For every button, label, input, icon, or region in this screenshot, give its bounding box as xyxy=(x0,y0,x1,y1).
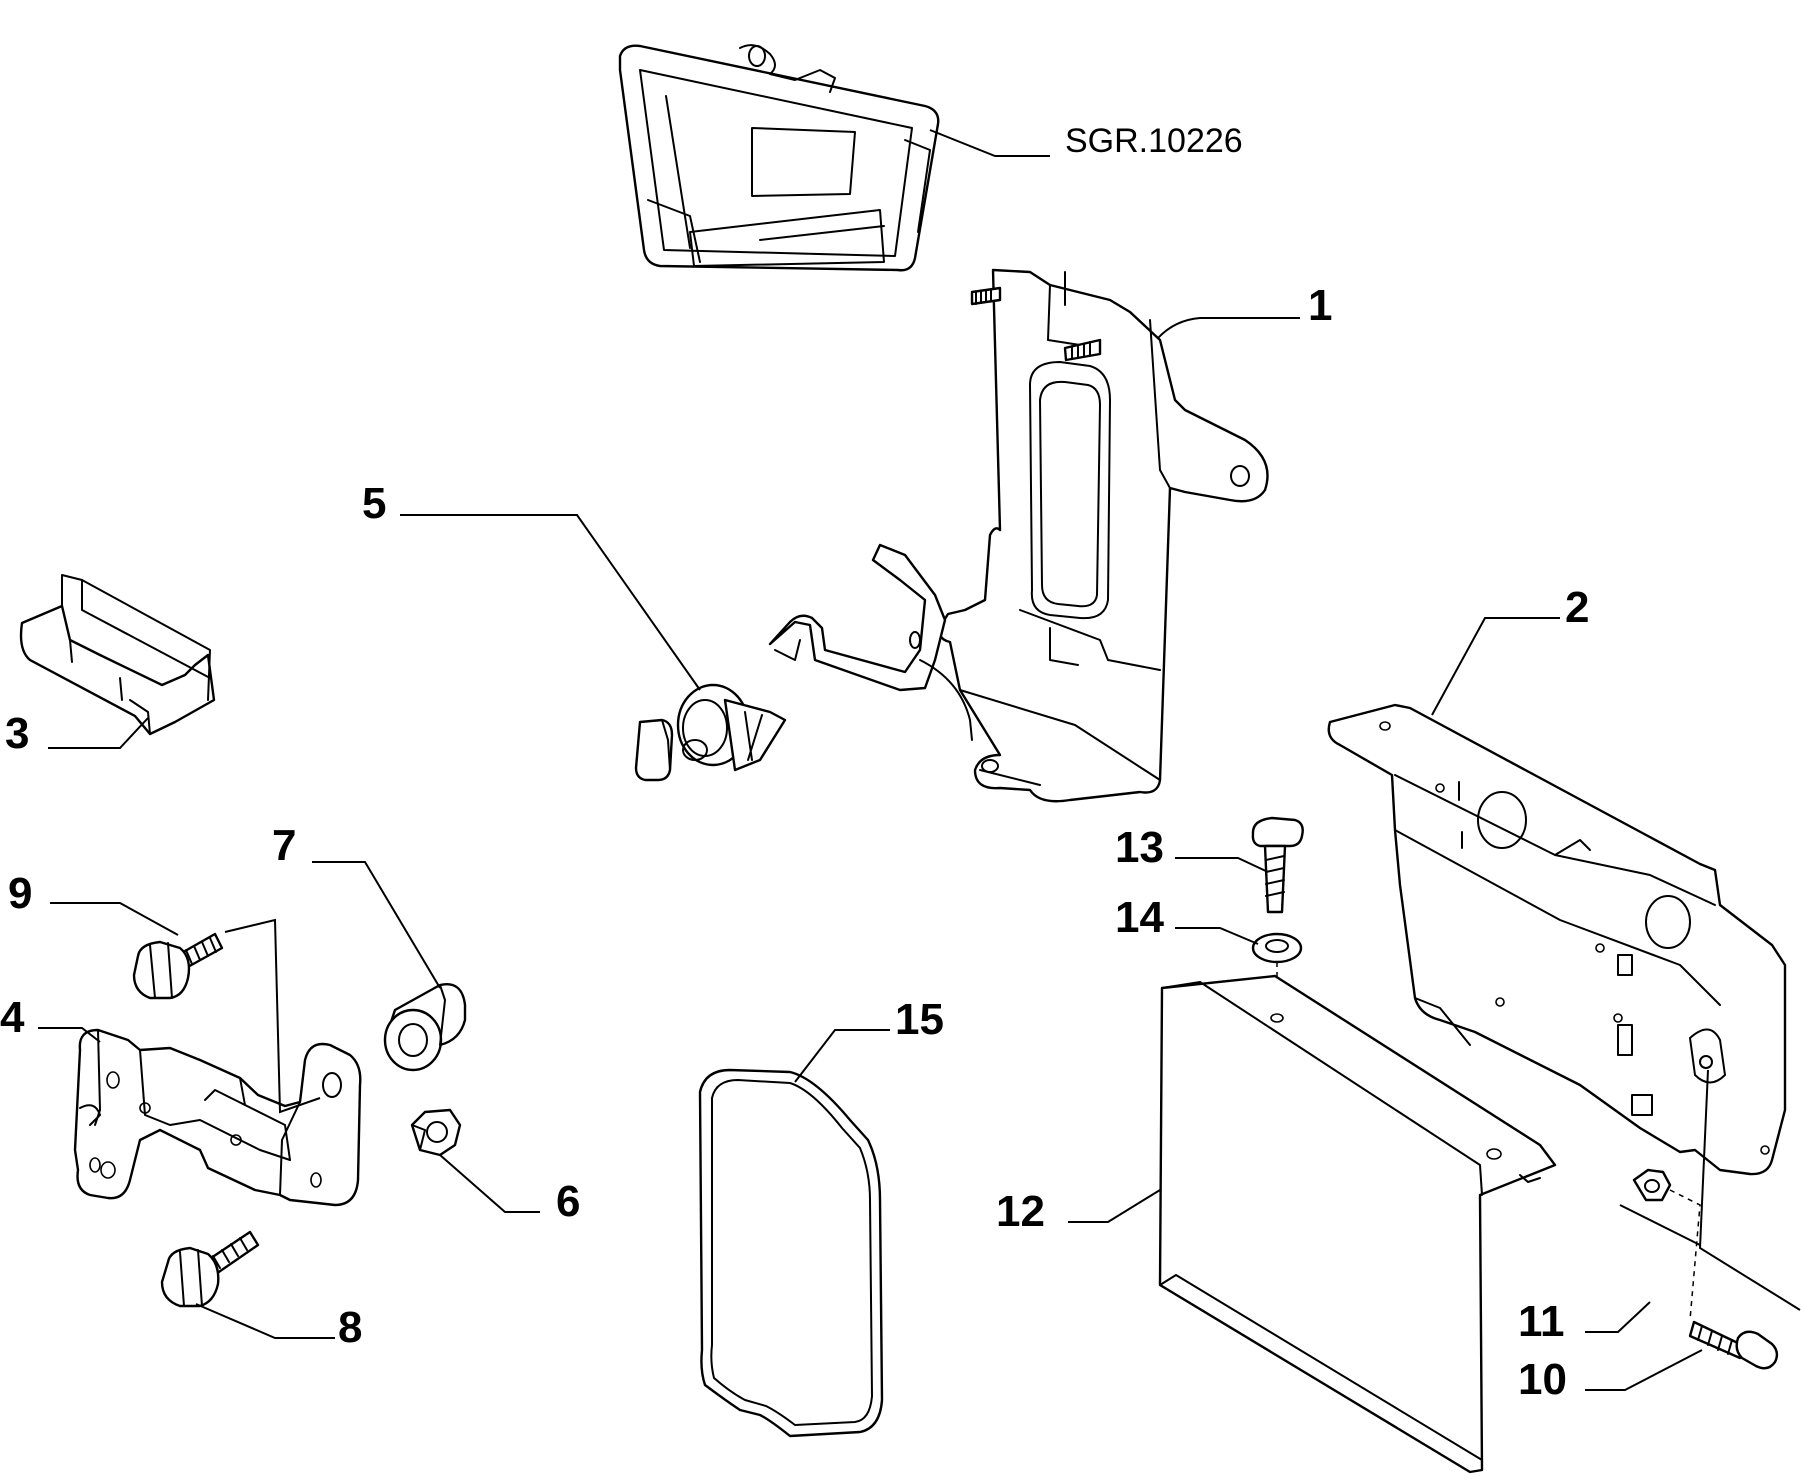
callout-5: 5 xyxy=(362,479,386,528)
callout-4-leader xyxy=(38,1027,101,1043)
part-8-bolt xyxy=(160,1230,260,1308)
callout-14: 14 xyxy=(1115,893,1164,942)
alignment-line-bolt xyxy=(1698,1069,1801,1311)
callout-14-leader xyxy=(1175,927,1259,945)
callout-10-leader xyxy=(1585,1349,1703,1391)
callout-12: 12 xyxy=(996,1187,1045,1236)
callout-6: 6 xyxy=(556,1177,580,1226)
alignment-line-cover xyxy=(1619,1204,1701,1246)
callout-1-leader xyxy=(1157,317,1300,339)
callout-1: 1 xyxy=(1308,281,1332,330)
callout-13: 13 xyxy=(1115,823,1164,872)
part-13-bolt xyxy=(1251,816,1304,914)
callout-9-leader xyxy=(50,902,179,936)
part-9-bolt xyxy=(132,932,224,1000)
part-5-push-fastener xyxy=(634,683,787,782)
callout-11-leader xyxy=(1585,1301,1651,1333)
part-11-nut xyxy=(1632,1168,1672,1202)
reference-code-label: SGR.10226 xyxy=(1065,122,1243,160)
callout-9: 9 xyxy=(8,869,32,918)
callout-4: 4 xyxy=(0,993,25,1042)
callout-15-leader xyxy=(794,1029,890,1083)
callout-8: 8 xyxy=(338,1303,362,1352)
alignment-line-nut xyxy=(1669,1189,1701,1321)
callout-9-to-bracket xyxy=(224,918,321,1114)
callout-2: 2 xyxy=(1565,583,1589,632)
callout-3-leader xyxy=(48,717,149,749)
callout-12-leader xyxy=(1068,1189,1161,1223)
part-12-cover-panel xyxy=(1158,974,1557,1474)
callout-10: 10 xyxy=(1518,1355,1567,1404)
part-15-gasket xyxy=(698,1068,884,1438)
callout-3: 3 xyxy=(5,709,29,758)
part-2-cover-plate xyxy=(1327,703,1787,1176)
callout-2-leader xyxy=(1431,617,1560,716)
callout-7: 7 xyxy=(272,821,296,870)
callout-13-leader xyxy=(1175,857,1269,873)
callout-15: 15 xyxy=(895,995,944,1044)
callout-6-leader xyxy=(439,1154,540,1213)
part-4-bracket-plate xyxy=(73,1028,362,1207)
callout-8-leader xyxy=(195,1303,335,1339)
part-10-bolt xyxy=(1688,1320,1779,1370)
callout-7-leader xyxy=(312,861,441,989)
part-1-main-bracket xyxy=(768,268,1269,803)
callout-11: 11 xyxy=(1518,1297,1565,1346)
control-unit xyxy=(618,44,940,272)
part-3-rail-clip xyxy=(19,574,216,736)
part-7-spacer xyxy=(383,983,467,1072)
control-unit-leader xyxy=(929,129,1050,157)
part-6-nut xyxy=(410,1108,462,1157)
callout-5-leader xyxy=(400,514,701,691)
part-14-washer xyxy=(1251,932,1303,964)
